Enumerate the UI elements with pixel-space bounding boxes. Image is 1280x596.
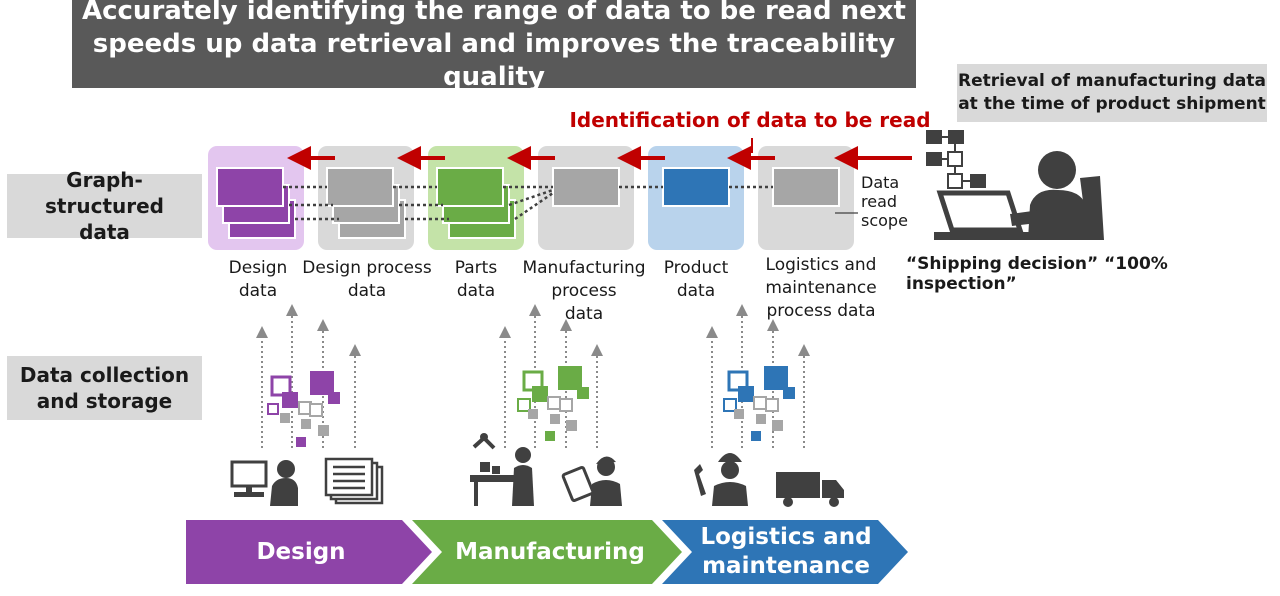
- graph-label-line-2: data: [79, 220, 130, 244]
- label-logistics-process-line-2: maintenance: [765, 278, 877, 298]
- operator-at-laptop-icon: [934, 151, 1104, 240]
- label-design-process-line-2: data: [347, 281, 387, 301]
- parts-data-records: [436, 167, 516, 239]
- title-line-1: Accurately identifying the range of data…: [81, 0, 906, 26]
- label-product-data: Product data: [652, 257, 740, 303]
- label-parts-data: Parts data: [436, 257, 516, 303]
- phase-manufacturing-label: Manufacturing: [436, 520, 664, 584]
- label-manufacturing-process-line-1: Manufacturing: [522, 258, 646, 278]
- design-data-cubes: [267, 371, 340, 447]
- logistics-process-records: [772, 167, 840, 207]
- label-product-data-line-2: data: [676, 281, 716, 301]
- label-design-process-line-1: Design process: [302, 258, 432, 278]
- graph-label-line-1: Graph-structured: [45, 168, 164, 218]
- product-data-records: [662, 167, 730, 207]
- label-parts-data-line-1: Parts: [454, 258, 498, 278]
- factory-line-worker-icon: [470, 433, 534, 506]
- collection-label-line-2: and storage: [36, 389, 173, 413]
- shipping-inspection-label: “Shipping decision” “100% inspection”: [906, 254, 1168, 294]
- phase-logistics-label: Logistics and maintenance: [680, 520, 892, 584]
- scope-line-2: read: [861, 192, 898, 211]
- phase-logistics-text-2: maintenance: [702, 553, 870, 579]
- delivery-truck-icon: [776, 472, 844, 507]
- label-design-process-data: Design process data: [294, 257, 440, 303]
- phase-design-chevron: [186, 520, 432, 584]
- phase-manufacturing-chevron: [412, 520, 682, 584]
- manufacturing-process-records: [552, 167, 620, 207]
- phase-logistics-text-1: Logistics and: [700, 524, 872, 550]
- tablet-worker-icon: [561, 456, 622, 506]
- scope-line-1: Data: [861, 173, 900, 192]
- phase-design-text: Design: [256, 538, 346, 565]
- documents-icon: [324, 457, 384, 505]
- collection-label-line-1: Data collection: [19, 363, 190, 387]
- label-logistics-process-data: Logistics and maintenance process data: [754, 254, 888, 323]
- label-manufacturing-process-data: Manufacturing process data: [512, 257, 656, 326]
- retrieval-box: Retrieval of manufacturing data at the t…: [957, 64, 1267, 122]
- scope-line-3: scope: [861, 211, 908, 230]
- designer-at-computer-icon: [230, 460, 298, 506]
- label-manufacturing-process-line-3: data: [564, 304, 604, 324]
- phase-design-label: Design: [186, 520, 416, 584]
- design-data-records: [216, 167, 296, 239]
- label-design-data-line-2: data: [238, 281, 278, 301]
- design-process-records: [326, 167, 406, 239]
- label-manufacturing-process-line-2: process: [551, 281, 617, 301]
- identification-label: Identification of data to be read: [569, 108, 931, 132]
- phase-logistics-chevron: [662, 520, 908, 584]
- label-logistics-process-line-3: process data: [766, 301, 876, 321]
- logistics-data-cubes: [723, 366, 795, 441]
- label-design-data: Design data: [212, 257, 304, 303]
- maintenance-worker-icon: [694, 453, 748, 506]
- data-collection-label: Data collection and storage: [7, 356, 202, 420]
- retrieval-line-1: Retrieval of manufacturing data: [958, 71, 1266, 91]
- data-read-scope-label: Data read scope: [861, 173, 908, 230]
- phase-manufacturing-text: Manufacturing: [455, 538, 645, 565]
- label-logistics-process-line-1: Logistics and: [765, 255, 877, 275]
- label-parts-data-line-2: data: [456, 281, 496, 301]
- title-line-2: speeds up data retrieval and improves th…: [92, 28, 896, 92]
- graph-edges: [283, 185, 773, 221]
- label-product-data-line-1: Product: [663, 258, 729, 278]
- graph-structured-label: Graph-structured data: [7, 168, 202, 244]
- retrieval-line-2: at the time of product shipment: [958, 94, 1266, 114]
- title-banner: Accurately identifying the range of data…: [72, 0, 916, 92]
- flowchart-icon: [926, 130, 986, 189]
- label-design-data-line-1: Design: [228, 258, 288, 278]
- manufacturing-data-cubes: [517, 366, 589, 441]
